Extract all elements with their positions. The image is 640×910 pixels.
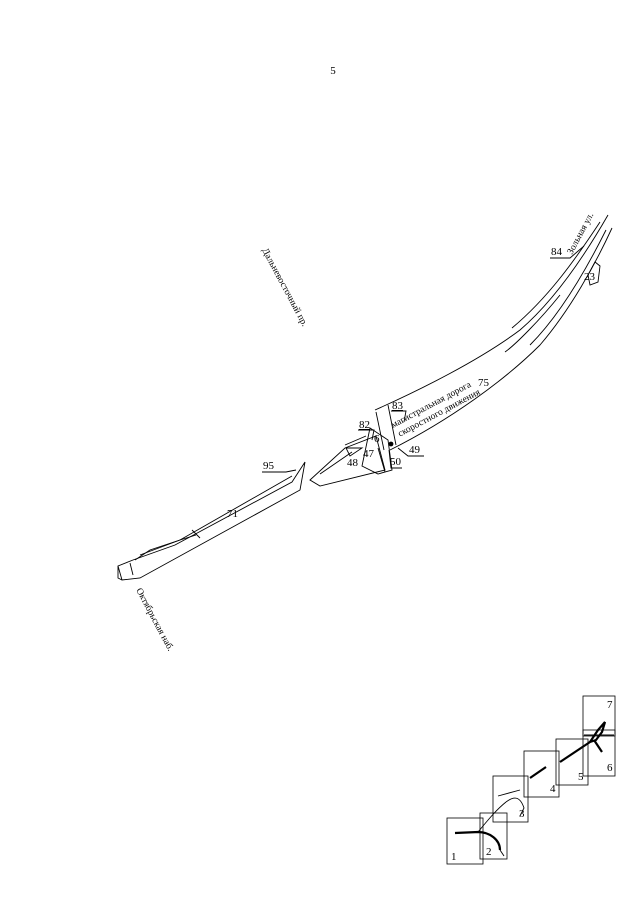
sheet-label-6: 6 — [607, 762, 613, 774]
parcel-label-47: 47 — [363, 448, 375, 460]
sheet-label-4: 4 — [550, 783, 556, 795]
sheet-label-2: 2 — [486, 846, 492, 858]
sheet-frame-3 — [492, 775, 529, 823]
highway-middle-wedge — [309, 435, 386, 487]
sheet-frame-5 — [555, 738, 589, 786]
sheet-frame-2 — [479, 812, 508, 860]
sheet-label-1: 1 — [451, 851, 457, 863]
parcel-label-95: 95 — [263, 460, 275, 472]
sheet-frame-1 — [446, 817, 484, 865]
highway-label: магистральная дорога скоростного движени… — [390, 380, 483, 440]
parcel-label-84: 84 — [551, 246, 563, 258]
parcel-83: 83 — [391, 400, 407, 423]
sheet-label-5: 5 — [578, 771, 584, 783]
parcel-label-75: 75 — [478, 377, 490, 389]
parcel-label-48: 48 — [347, 457, 359, 469]
parcel-84: 84 — [550, 245, 585, 259]
street-label-dalnevostochny: Дальневосточный пр. — [259, 246, 310, 328]
sheet-frame-4 — [523, 750, 560, 798]
parcel-label-82: 82 — [359, 419, 370, 431]
highway-upper-section — [374, 214, 613, 451]
parcel-50-49: 50 49 — [388, 441, 424, 469]
parcel-label-71: 71 — [227, 508, 238, 520]
highway-lower-section: 95 71 — [117, 460, 306, 581]
parcel-label-49: 49 — [409, 444, 421, 456]
parcel-label-83: 83 — [392, 400, 404, 412]
parcel-label-50: 50 — [390, 456, 402, 468]
parcel-label-23: 23 — [584, 271, 596, 283]
sheet-index-map: 1 2 3 4 5 6 7 — [446, 695, 616, 865]
sheet-label-3: 3 — [519, 808, 525, 820]
parcel-cluster-junction: 82 6 47 48 — [344, 419, 393, 475]
street-label-oktyabrskaya: Октябрьская наб. — [133, 586, 175, 653]
sheet-label-7: 7 — [607, 699, 613, 711]
page-number: 5 — [330, 65, 336, 77]
